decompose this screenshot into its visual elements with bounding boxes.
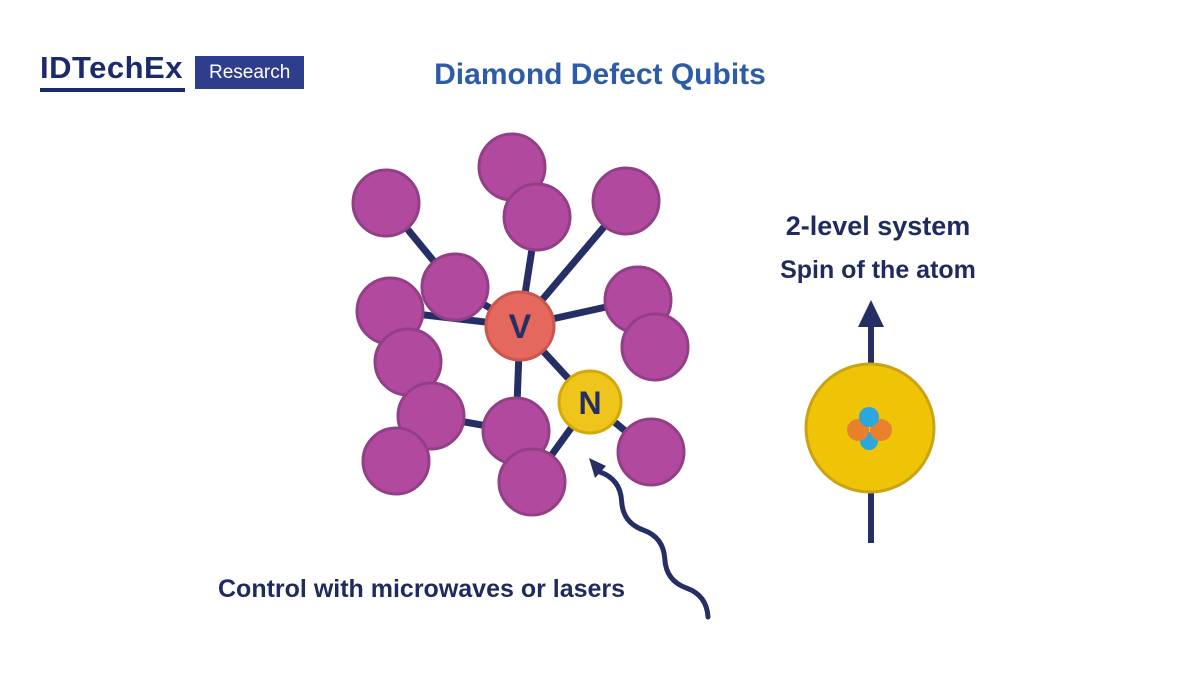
nucleus-particle-blue [859, 407, 879, 427]
carbon-atoms [351, 132, 690, 517]
carbon-atom [502, 182, 572, 252]
microwave-wave-path [597, 469, 711, 620]
vacancy-label: V [509, 308, 532, 346]
atom-circle [804, 362, 936, 494]
nitrogen-atom [557, 369, 623, 435]
carbon-atom [497, 447, 567, 517]
logo-brand-text: IDTechEx [40, 52, 185, 92]
carbon-atom [420, 252, 490, 322]
carbon-atom [351, 168, 421, 238]
spin-of-atom-label: Spin of the atom [780, 256, 976, 284]
carbon-atom [591, 166, 661, 236]
microwave-arrow [589, 458, 711, 620]
idtechex-logo: IDTechEx Research [40, 52, 305, 92]
carbon-atom [361, 426, 431, 496]
two-level-system-label: 2-level system [785, 211, 971, 241]
nitrogen-label: N [578, 385, 601, 421]
page-title: Diamond Defect Qubits [434, 58, 766, 91]
vacancy-atom [484, 290, 556, 362]
carbon-atom [616, 417, 686, 487]
microwave-arrow-head-icon [589, 458, 606, 478]
logo-research-badge: Research [194, 55, 305, 89]
spin-arrow-head-icon [858, 300, 884, 327]
control-caption: Control with microwaves or lasers [218, 575, 626, 603]
nucleus [847, 407, 892, 450]
carbon-atom [620, 312, 690, 382]
